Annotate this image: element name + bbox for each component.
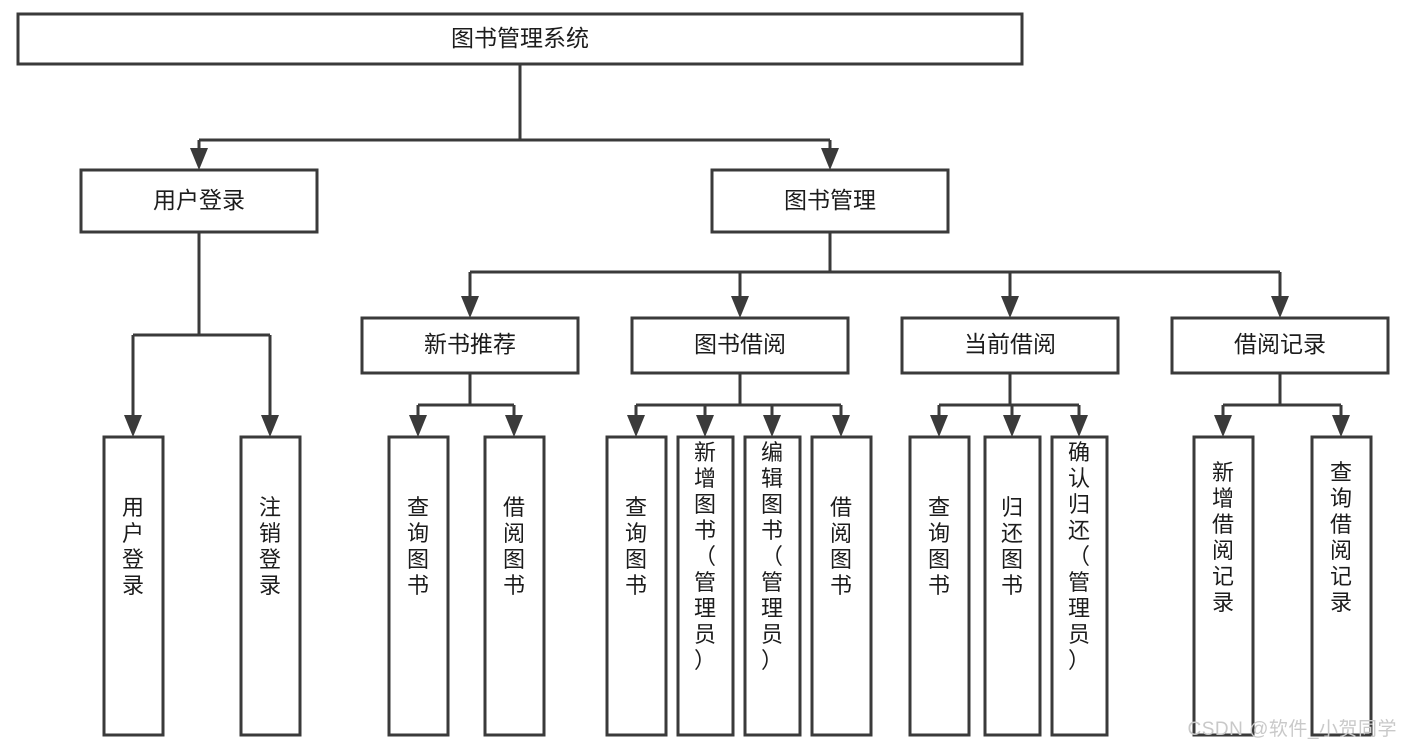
node-current-borrow-box[interactable] (900, 316, 1120, 375)
node-book-management[interactable]: 图书管理 (710, 168, 950, 234)
leaf-query-borrow-record[interactable]: 查询借阅记录 (1310, 435, 1373, 737)
connector-group-current-borrow (930, 373, 1088, 437)
arrow-head-icon (261, 415, 279, 437)
leaf-confirm-return-admin-label: 确认归还（管理员） (1068, 440, 1090, 673)
connector-group-borrow-record (1214, 373, 1350, 437)
leaf-logout[interactable]: 注销登录 (239, 435, 302, 737)
leaf-return-book[interactable]: 归还图书 (983, 435, 1042, 737)
leaf-query-book-1-box[interactable] (387, 435, 450, 737)
arrow-head-icon (1214, 415, 1232, 437)
leaf-borrow-book-1-label: 借阅图书 (503, 495, 525, 598)
arrow-head-icon (1332, 415, 1350, 437)
node-borrow-record-box[interactable] (1170, 316, 1390, 375)
arrow-head-icon (409, 415, 427, 437)
leaf-add-book-admin-label: 新增图书（管理员） (694, 440, 716, 673)
leaf-add-borrow-record[interactable]: 新增借阅记录 (1192, 435, 1255, 737)
arrow-head-icon (505, 415, 523, 437)
node-current-borrow[interactable]: 当前借阅 (900, 316, 1120, 375)
connector-group-user-login (124, 232, 279, 437)
node-book-borrow[interactable]: 图书借阅 (630, 316, 850, 375)
arrow-head-icon (763, 415, 781, 437)
arrow-head-icon (930, 415, 948, 437)
node-user-login[interactable]: 用户登录 (79, 168, 319, 234)
leaf-borrow-book-2-label: 借阅图书 (830, 495, 852, 598)
leaf-borrow-book-2-box[interactable] (810, 435, 873, 737)
connector-group-new-book (409, 373, 523, 437)
arrow-head-icon (1070, 415, 1088, 437)
node-user-login-label: 用户登录 (153, 187, 245, 213)
connector-group-book-manage (461, 232, 1289, 318)
leaf-user-login[interactable]: 用户登录 (102, 435, 165, 737)
leaf-logout-box[interactable] (239, 435, 302, 737)
node-borrow-record[interactable]: 借阅记录 (1170, 316, 1390, 375)
leaf-borrow-book-1[interactable]: 借阅图书 (483, 435, 546, 737)
leaf-logout-label: 注销登录 (259, 495, 281, 598)
arrow-head-icon (696, 415, 714, 437)
node-book-borrow-label: 图书借阅 (694, 331, 786, 357)
arrow-head-icon (461, 296, 479, 318)
leaf-edit-book-admin-box[interactable] (743, 435, 802, 737)
leaf-user-login-box[interactable] (102, 435, 165, 737)
node-book-borrow-box[interactable] (630, 316, 850, 375)
arrow-head-icon (627, 415, 645, 437)
leaf-borrow-book-2[interactable]: 借阅图书 (810, 435, 873, 737)
connector-group-root (190, 64, 839, 170)
leaf-query-borrow-record-label: 查询借阅记录 (1330, 460, 1352, 615)
node-root[interactable]: 图书管理系统 (16, 12, 1024, 66)
leaf-query-book-3-box[interactable] (908, 435, 971, 737)
node-new-book-recommend[interactable]: 新书推荐 (360, 316, 580, 375)
leaf-return-book-label: 归还图书 (1001, 495, 1023, 598)
leaf-query-book-1-label: 查询图书 (407, 495, 429, 598)
csdn-watermark: CSDN @软件_小贺同学 (1187, 719, 1397, 740)
leaf-query-book-3-label: 查询图书 (928, 495, 950, 598)
node-borrow-record-label: 借阅记录 (1234, 331, 1326, 357)
leaf-add-borrow-record-box[interactable] (1192, 435, 1255, 737)
node-new-book-recommend-box[interactable] (360, 316, 580, 375)
leaf-borrow-book-1-box[interactable] (483, 435, 546, 737)
leaf-add-book-admin[interactable]: 新增图书（管理员） (676, 435, 735, 737)
arrow-head-icon (821, 148, 839, 170)
leaf-edit-book-admin-label: 编辑图书（管理员） (761, 440, 783, 673)
leaf-query-borrow-record-box[interactable] (1310, 435, 1373, 737)
node-root-box[interactable] (16, 12, 1024, 66)
arrow-head-icon (832, 415, 850, 437)
arrow-head-icon (1001, 296, 1019, 318)
arrow-head-icon (124, 415, 142, 437)
leaf-edit-book-admin[interactable]: 编辑图书（管理员） (743, 435, 802, 737)
arrow-head-icon (1271, 296, 1289, 318)
node-book-management-box[interactable] (710, 168, 950, 234)
arrow-head-icon (190, 148, 208, 170)
connector-group-borrow (627, 373, 850, 437)
node-current-borrow-label: 当前借阅 (964, 331, 1056, 357)
leaf-add-borrow-record-label: 新增借阅记录 (1212, 460, 1234, 615)
leaf-query-book-2[interactable]: 查询图书 (605, 435, 668, 737)
leaf-add-book-admin-box[interactable] (676, 435, 735, 737)
leaf-confirm-return-admin[interactable]: 确认归还（管理员） (1050, 435, 1109, 737)
node-book-management-label: 图书管理 (784, 187, 876, 213)
leaf-return-book-box[interactable] (983, 435, 1042, 737)
leaf-query-book-1[interactable]: 查询图书 (387, 435, 450, 737)
leaf-confirm-return-admin-box[interactable] (1050, 435, 1109, 737)
node-root-label: 图书管理系统 (451, 25, 589, 51)
arrow-head-icon (731, 296, 749, 318)
node-new-book-recommend-label: 新书推荐 (424, 331, 516, 357)
leaf-query-book-2-box[interactable] (605, 435, 668, 737)
node-user-login-box[interactable] (79, 168, 319, 234)
leaf-query-book-2-label: 查询图书 (625, 495, 647, 598)
leaf-user-login-label: 用户登录 (122, 495, 144, 598)
leaf-query-book-3[interactable]: 查询图书 (908, 435, 971, 737)
arrow-head-icon (1003, 415, 1021, 437)
